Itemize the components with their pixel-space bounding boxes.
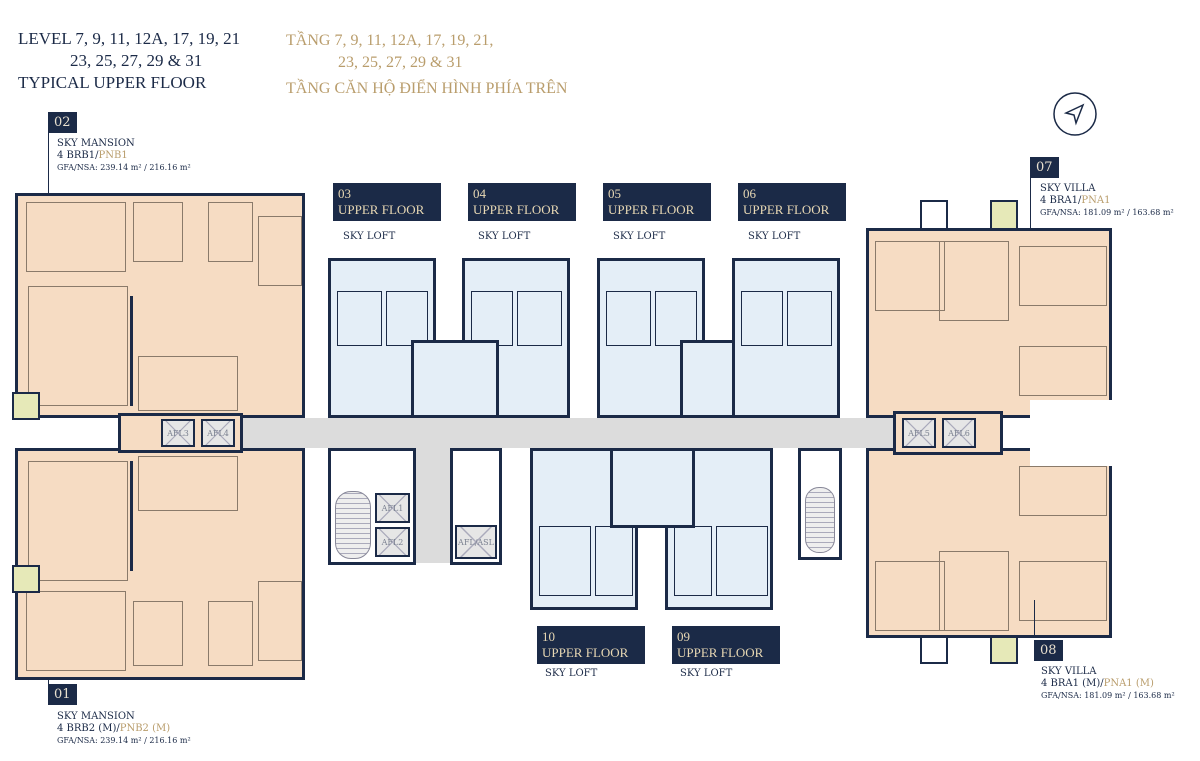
unit-number: 09 bbox=[677, 629, 690, 644]
unit-01-info: SKY MANSION 4 BRB2 (M)/PNB2 (M) GFA/NSA:… bbox=[57, 711, 191, 747]
unit-type: 4 BRA1/ bbox=[1040, 195, 1082, 206]
unit-number: 06 bbox=[743, 186, 756, 201]
unit-09-sub: SKY LOFT bbox=[680, 668, 733, 679]
lift-afl5: AFL5 bbox=[902, 418, 936, 448]
unit-07-info: SKY VILLA 4 BRA1/PNA1 GFA/NSA: 181.09 m²… bbox=[1040, 183, 1174, 219]
lift-afl3: AFL3 bbox=[161, 419, 195, 447]
leader-line bbox=[48, 680, 49, 685]
leader-line bbox=[1030, 178, 1031, 228]
leader-line bbox=[1034, 600, 1035, 636]
service-core-left: AFL1 AFL2 bbox=[328, 448, 416, 565]
unit-02-tag: 02 bbox=[48, 112, 77, 133]
lift-afl2: AFL2 bbox=[375, 527, 410, 557]
unit-type: 4 BRB1/ bbox=[57, 150, 99, 161]
title-vn-line2: 23, 25, 27, 29 & 31 bbox=[338, 54, 463, 71]
title-vn-line1: TẦNG 7, 9, 11, 12A, 17, 19, 21, bbox=[286, 32, 494, 49]
unit-label: UPPER FLOOR bbox=[677, 645, 764, 660]
unit-label: UPPER FLOOR bbox=[338, 202, 425, 217]
title-english: LEVEL 7, 9, 11, 12A, 17, 19, 21 23, 25, … bbox=[18, 28, 240, 94]
stair-core-top-left bbox=[411, 340, 499, 418]
unit-02-info: SKY MANSION 4 BRB1/PNB1 GFA/NSA: 239.14 … bbox=[57, 138, 191, 174]
title-en-line2: 23, 25, 27, 29 & 31 bbox=[70, 51, 203, 70]
staircase-icon bbox=[335, 491, 371, 559]
unit-01-tag: 01 bbox=[48, 684, 77, 705]
unit-05-plan[interactable] bbox=[597, 258, 705, 418]
lift-afl6: AFL6 bbox=[942, 418, 976, 448]
leader-line bbox=[48, 133, 49, 193]
unit-name: SKY MANSION bbox=[57, 138, 135, 149]
planter bbox=[990, 636, 1018, 664]
unit-01-plan[interactable] bbox=[15, 448, 305, 680]
unit-type: 4 BRB2 (M)/ bbox=[57, 723, 120, 734]
unit-number: 04 bbox=[473, 186, 486, 201]
unit-area: GFA/NSA: 181.09 m² / 163.68 m² bbox=[1041, 691, 1175, 700]
north-arrow-icon bbox=[1053, 92, 1097, 136]
unit-type-vn: PNA1 (M) bbox=[1103, 678, 1154, 689]
unit-area: GFA/NSA: 239.14 m² / 216.16 m² bbox=[57, 163, 191, 172]
unit-number: 05 bbox=[608, 186, 621, 201]
planter bbox=[990, 200, 1018, 230]
staircase-icon bbox=[805, 487, 835, 553]
unit-label: UPPER FLOOR bbox=[542, 645, 629, 660]
unit-label: UPPER FLOOR bbox=[473, 202, 560, 217]
stair-core-bottom bbox=[610, 448, 695, 528]
unit-number: 10 bbox=[542, 629, 555, 644]
unit-number: 03 bbox=[338, 186, 351, 201]
service-core-right bbox=[798, 448, 842, 560]
unit-type-vn: PNB2 (M) bbox=[119, 723, 171, 734]
lift-afl-asl: AFL/ASL bbox=[455, 525, 497, 559]
unit-label: UPPER FLOOR bbox=[608, 202, 695, 217]
unit-type-vn: PNA1 bbox=[1081, 195, 1111, 206]
unit-03-sub: SKY LOFT bbox=[343, 231, 396, 242]
shaft bbox=[920, 200, 948, 230]
corridor-spur bbox=[415, 448, 450, 563]
title-vietnamese: TẦNG 7, 9, 11, 12A, 17, 19, 21, 23, 25, … bbox=[286, 30, 567, 100]
unit-label: UPPER FLOOR bbox=[743, 202, 830, 217]
unit-10-sub: SKY LOFT bbox=[545, 668, 598, 679]
lift-lobby-left: AFL3 AFL4 bbox=[118, 413, 243, 453]
lift-afl4: AFL4 bbox=[201, 419, 235, 447]
unit-area: GFA/NSA: 181.09 m² / 163.68 m² bbox=[1040, 208, 1174, 217]
unit-07-tag: 07 bbox=[1030, 157, 1059, 178]
unit-08-plan[interactable] bbox=[866, 448, 1112, 638]
unit-07-plan[interactable] bbox=[866, 228, 1112, 418]
unit-type: 4 BRA1 (M)/ bbox=[1041, 678, 1104, 689]
unit-06-sub: SKY LOFT bbox=[748, 231, 801, 242]
title-en-line3: TYPICAL UPPER FLOOR bbox=[18, 73, 207, 92]
lift-afl1: AFL1 bbox=[375, 493, 410, 523]
stair-core-top-right bbox=[680, 340, 735, 418]
planter bbox=[12, 392, 40, 420]
title-en-line1: LEVEL 7, 9, 11, 12A, 17, 19, 21 bbox=[18, 29, 241, 48]
unit-name: SKY VILLA bbox=[1040, 183, 1096, 194]
unit-08-tag: 08 bbox=[1034, 640, 1063, 661]
planter bbox=[12, 565, 40, 593]
shaft bbox=[920, 636, 948, 664]
unit-02-plan[interactable] bbox=[15, 193, 305, 418]
unit-name: SKY VILLA bbox=[1041, 666, 1097, 677]
unit-type-vn: PNB1 bbox=[98, 150, 128, 161]
unit-04-sub: SKY LOFT bbox=[478, 231, 531, 242]
title-vn-line3: TẦNG CĂN HỘ ĐIỂN HÌNH PHÍA TRÊN bbox=[286, 80, 568, 97]
service-core-middle: AFL/ASL bbox=[450, 448, 502, 565]
unit-name: SKY MANSION bbox=[57, 711, 135, 722]
lift-lobby-right: AFL5 AFL6 bbox=[893, 411, 1003, 455]
unit-area: GFA/NSA: 239.14 m² / 216.16 m² bbox=[57, 736, 191, 745]
unit-06-plan[interactable] bbox=[732, 258, 840, 418]
unit-08-info: SKY VILLA 4 BRA1 (M)/PNA1 (M) GFA/NSA: 1… bbox=[1041, 666, 1175, 702]
void bbox=[1030, 400, 1112, 466]
corridor bbox=[240, 418, 895, 448]
unit-05-sub: SKY LOFT bbox=[613, 231, 666, 242]
